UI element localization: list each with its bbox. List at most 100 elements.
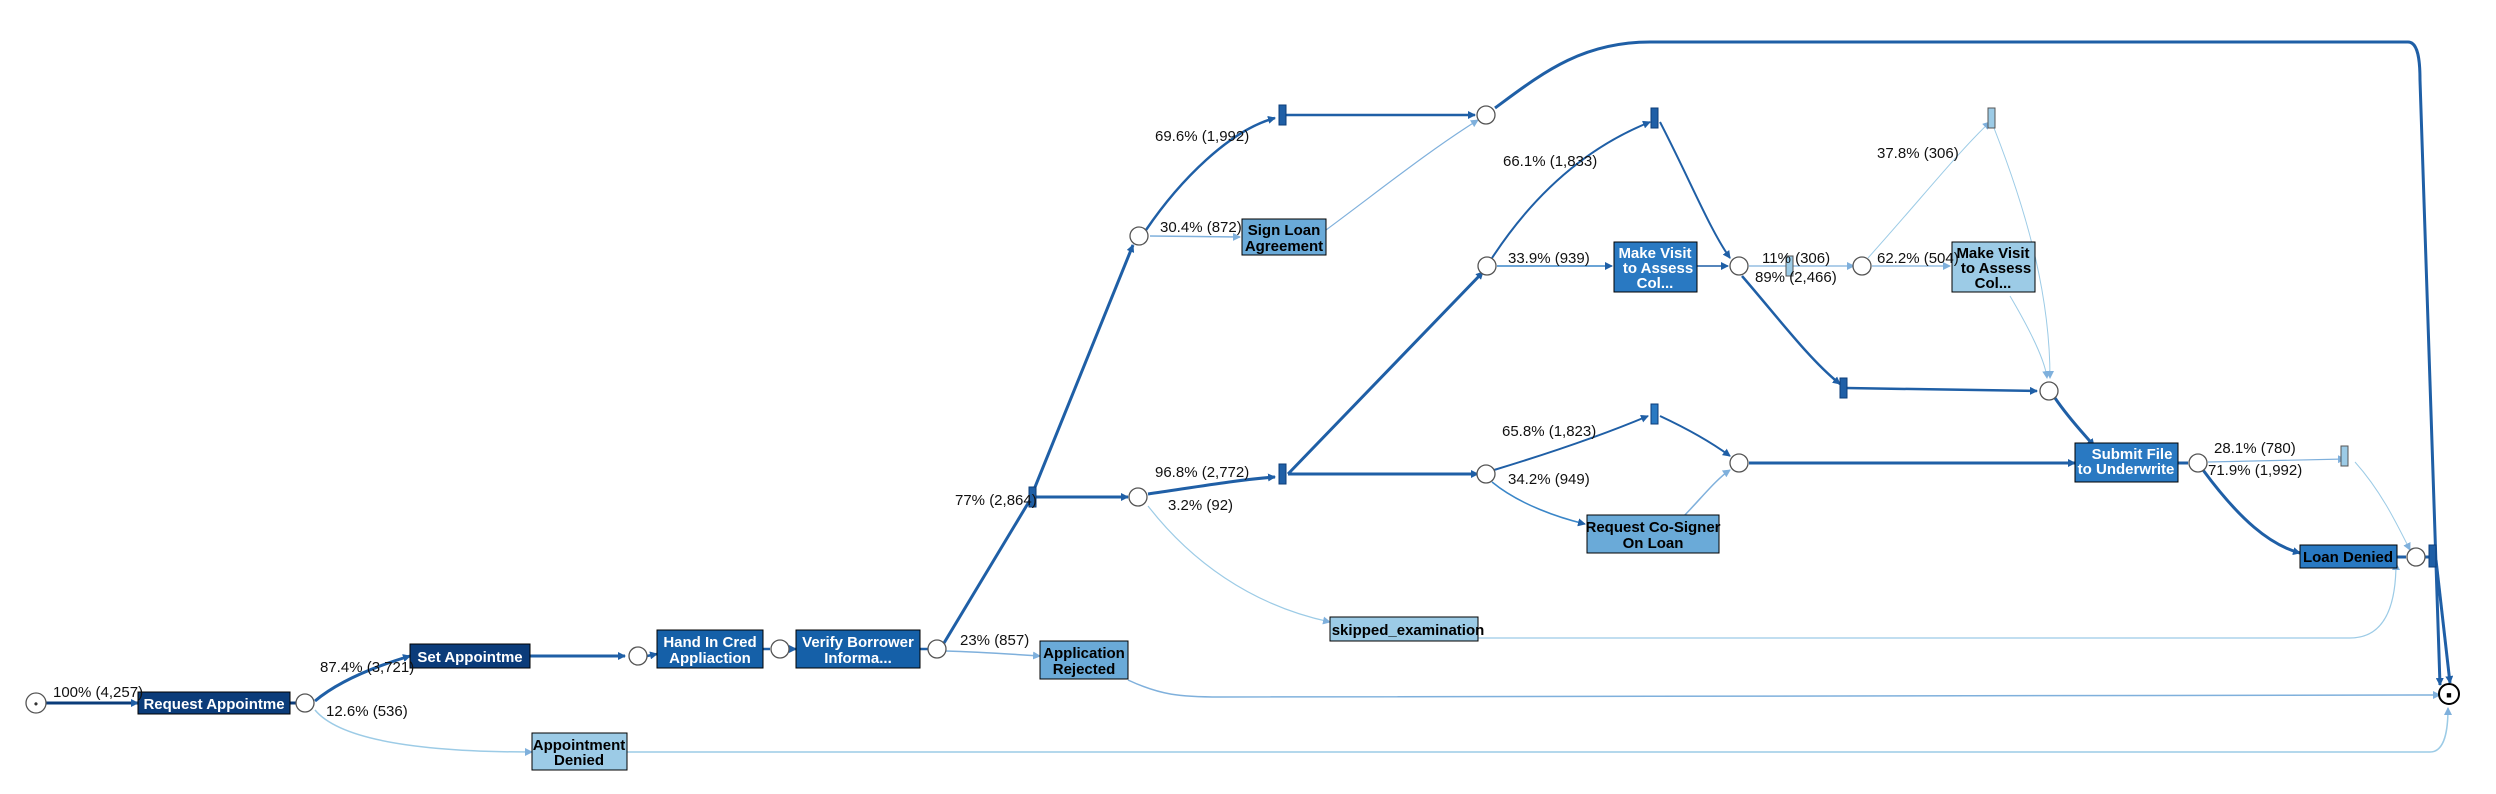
edge-final-transition-to-sink [2434,559,2454,684]
transition-visit-top[interactable] [1650,107,1659,129]
place-before-end[interactable] [2406,547,2426,567]
transition-top-branch[interactable] [1278,104,1287,126]
task-submit-file-line-1: Submit File [2092,446,2173,463]
silent-transitions [1028,104,2437,568]
transition-verify-split[interactable] [1028,486,1037,508]
edge-top-transition-to-revisit-place [1659,121,1731,259]
task-application-rejected-line-1: Application [1043,645,1125,662]
place-after-request[interactable] [295,693,315,713]
task-hand-in-credit[interactable]: Hand In Cred Appliaction [656,629,764,669]
task-set-appointment[interactable]: Set Appointme [409,643,531,669]
place-visit-split[interactable] [1477,256,1497,276]
edge-label-sign-loan: 30.4% (872) [1160,219,1242,236]
edge-mid-place-to-skipped [1147,505,1331,625]
edge-label-start: 100% (4,257) [53,684,143,701]
place-before-submit[interactable] [2039,381,2059,401]
task-request-appointment[interactable]: Request Appointme [137,691,291,715]
transition-cosigner-skip[interactable] [1650,403,1659,425]
task-sign-loan-agreement[interactable]: Sign Loan Agreement [1241,218,1327,256]
edge-label-submit-denied-skip: 28.1% (780) [2214,440,2296,457]
edge-top-place-to-top-transition [1144,115,1276,231]
place-top-merge[interactable] [1476,105,1496,125]
edge-label-set-appointment: 87.4% (3,721) [320,659,414,676]
place-top-branch[interactable] [1129,226,1149,246]
task-hand-in-credit-line-1: Hand In Cred [663,634,756,651]
transition-mid-branch[interactable] [1278,463,1287,485]
edge-mid-transition-to-visit-place [1286,270,1485,476]
place-mid-branch[interactable] [1128,487,1148,507]
task-sign-loan-agreement-line-2: Agreement [1245,238,1323,255]
edge-skipped-to-final-place [1478,562,2400,639]
edge-skip-transition-to-place [1659,415,1731,457]
edges [45,40,2454,756]
task-make-visit-1[interactable]: Make Visit to Assess Col... [1613,241,1698,293]
edge-label-mid-continue: 96.8% (2,772) [1155,464,1249,481]
task-skipped-examination[interactable]: skipped_examination [1329,616,1485,642]
task-make-visit-2[interactable]: Make Visit to Assess Col... [1951,241,2036,293]
place-after-verify[interactable] [927,639,947,659]
edge-verify-place-to-transition [942,499,1032,644]
edge-verify-place-to-rejected [945,650,1041,660]
edge-sign-loan-to-place [1325,119,1479,231]
transition-final[interactable] [2428,544,2437,568]
edge-label-make-visit-1: 33.9% (939) [1508,250,1590,267]
transition-revisit[interactable] [1785,255,1794,277]
place-after-submit[interactable] [2188,453,2208,473]
task-request-cosigner-line-1: Request Co-Signer [1585,519,1720,536]
edge-place-to-appointment-denied [314,709,533,756]
edge-label-mid-skip: 3.2% (92) [1168,497,1233,514]
task-submit-file[interactable]: Submit File to Underwrite [2074,442,2179,483]
transition-no-revisit[interactable] [1839,377,1848,399]
edge-label-verify-continue: 77% (2,864) [955,492,1037,509]
edge-cosigner-place-to-skip-transition [1493,415,1649,471]
edge-label-loan-denied: 71.9% (1,992) [2208,462,2302,479]
task-verify-borrower[interactable]: Verify Borrower Informa... [795,629,921,669]
source-place-token: • [34,697,38,711]
edge-mid-place-to-mid-transition [1147,473,1276,496]
edge-submit-place-to-skip-transition [2207,455,2346,464]
edge-top-place-to-final-transition [1494,40,2444,686]
edge-label-cosigner-skip: 65.8% (1,823) [1502,423,1596,440]
task-make-visit-2-line-1: Make Visit [1956,245,2029,262]
edge-submit-place-to-loan-denied [2201,469,2301,556]
edge-place-to-set-appointment [314,654,411,703]
place-after-hand-in[interactable] [770,639,790,659]
tasks: Request Appointme Set Appointme Hand In … [137,218,2398,771]
task-application-rejected[interactable]: Application Rejected [1039,640,1129,680]
place-second-visit[interactable] [1852,256,1872,276]
edge-transition-to-top-place [1031,244,1135,493]
task-request-appointment-label: Request Appointme [143,696,284,713]
edge-labels: 100% (4,257) 87.4% (3,721) 12.6% (536) 2… [53,128,2302,720]
edge-label-revisit: 11% (306) [1762,250,1830,267]
task-loan-denied[interactable]: Loan Denied [2299,544,2398,569]
task-application-rejected-line-2: Rejected [1053,661,1116,678]
edge-make-visit-2-to-submit-place [2009,295,2051,379]
edge-label-no-revisit: 89% (2,466) [1755,269,1837,286]
transition-revisit-top[interactable] [1987,107,1996,129]
edge-appointment-denied-to-sink [627,707,2452,753]
place-cosigner-merge[interactable] [1729,453,1749,473]
edge-no-revisit-transition-to-submit-place [1845,386,2038,395]
task-make-visit-2-line-3: Col... [1975,275,2012,292]
task-hand-in-credit-line-2: Appliaction [669,650,751,667]
task-appointment-denied-line-2: Denied [554,752,604,769]
edge-label-appointment-denied: 12.6% (536) [326,703,408,720]
edge-visit-place-to-top-transition [1491,120,1651,259]
task-make-visit-1-line-2: to Assess [1623,260,1693,277]
sink-place[interactable] [2438,683,2460,705]
edge-cosigner-to-place [1679,469,1731,521]
edge-cosigner-place-to-cosigner [1491,481,1586,527]
place-revisit-decision[interactable] [1729,256,1749,276]
source-place[interactable] [25,692,47,714]
place-cosigner-split[interactable] [1476,464,1496,484]
place-after-set-appointment[interactable] [628,646,648,666]
transition-submit-skip[interactable] [2340,445,2349,467]
task-appointment-denied[interactable]: Appointment Denied [531,732,628,771]
edge-label-cosigner: 34.2% (949) [1508,471,1590,488]
sink-place-token: ■ [2446,690,2451,700]
task-skipped-examination-label: skipped_examination [1332,622,1485,639]
task-request-cosigner[interactable]: Request Co-Signer On Loan [1585,514,1721,554]
edge-label-make-visit-2: 62.2% (504) [1877,250,1959,267]
task-make-visit-2-line-2: to Assess [1961,260,2031,277]
